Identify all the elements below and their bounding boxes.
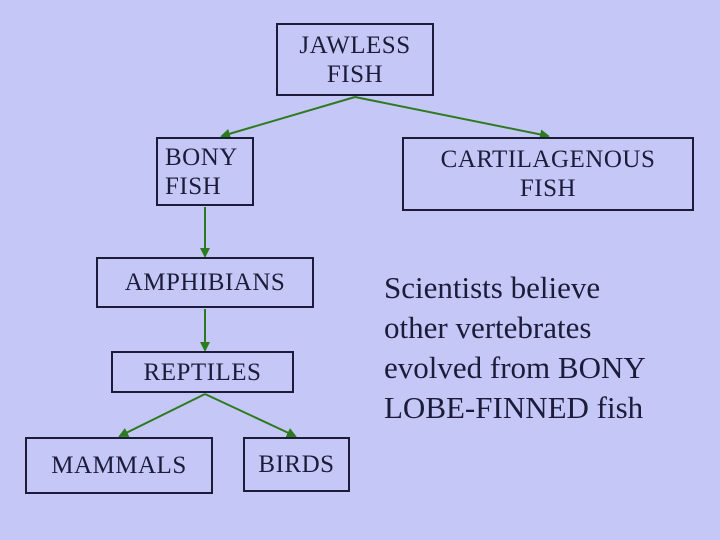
birds-label: BIRDS — [258, 451, 335, 478]
amphibians-box: AMPHIBIANS — [96, 257, 314, 308]
bony-fish-box: BONY FISH — [156, 137, 254, 206]
cartilaginous-fish-box: CARTILAGENOUS FISH — [402, 137, 694, 211]
birds-box: BIRDS — [243, 437, 350, 492]
bony-fish-line-2: FISH — [165, 172, 222, 200]
bony-fish-line-1: BONY — [165, 143, 238, 171]
jawless-fish-line-1: JAWLESS — [299, 31, 411, 59]
note-line-3: evolved from BONY — [384, 350, 646, 385]
amphibians-label: AMPHIBIANS — [124, 269, 286, 296]
arrow-reptiles-to-mammals — [118, 393, 206, 437]
note-line-1: Scientists believe — [384, 270, 601, 305]
mammals-label: MAMMALS — [51, 452, 187, 479]
note-line-4: LOBE-FINNED fish — [384, 390, 644, 425]
arrow-jawless-to-bony — [220, 96, 356, 139]
cartilaginous-fish-line-1: CARTILAGENOUS — [440, 146, 656, 173]
reptiles-label: REPTILES — [143, 358, 262, 386]
reptiles-box: REPTILES — [111, 351, 294, 393]
note-line-2: other vertebrates — [384, 310, 592, 345]
jawless-fish-box: JAWLESS FISH — [276, 23, 434, 96]
explanation-note: Scientists believe other vertebrates evo… — [384, 268, 646, 428]
jawless-fish-line-2: FISH — [326, 60, 384, 88]
mammals-box: MAMMALS — [25, 437, 213, 494]
cartilaginous-fish-line-2: FISH — [519, 175, 577, 202]
arrow-reptiles-to-birds — [204, 393, 297, 438]
arrow-jawless-to-cartilage — [354, 96, 550, 140]
